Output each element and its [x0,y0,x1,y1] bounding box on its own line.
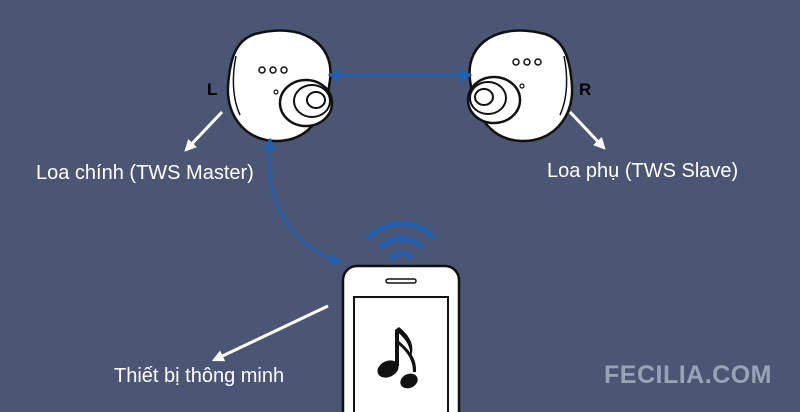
earbud-right-icon [466,29,574,143]
music-note-icon [377,327,418,389]
left-side-label: L [207,80,218,99]
smart-device-label: Thiết bị thông minh [114,365,285,387]
earbud-left-icon [226,29,334,143]
device-pointer-arrow [211,304,329,362]
phone-master-link-arrow [262,137,343,265]
watermark: FECILIA.COM [604,361,772,389]
master-speaker-label: Loa chính (TWS Master) [36,162,254,184]
slave-speaker-label: Loa phụ (TWS Slave) [547,160,739,182]
master-pointer-arrow [184,110,224,152]
right-side-label: R [579,80,592,99]
wifi-signal-icon [366,221,436,260]
smartphone-icon [341,264,461,412]
slave-pointer-arrow [568,110,606,150]
